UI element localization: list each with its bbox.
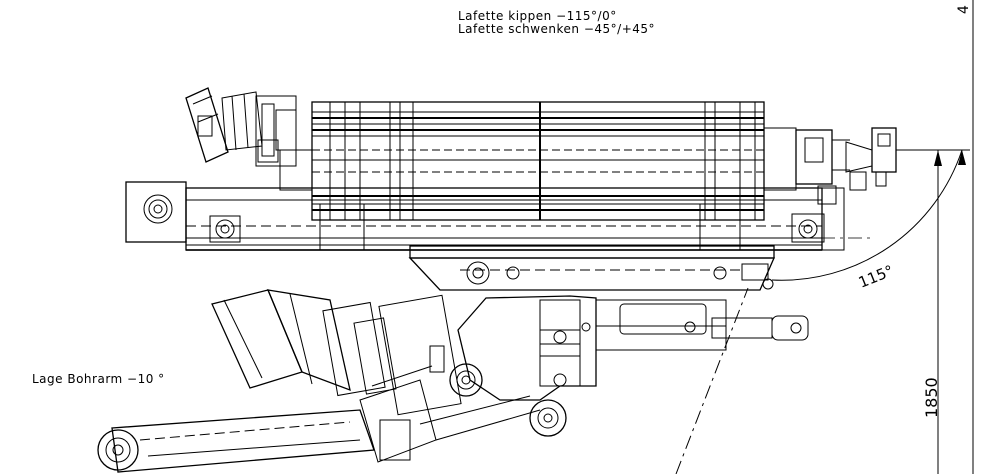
angle-dimension-arc	[771, 149, 963, 281]
boom-arm-upper	[211, 289, 462, 416]
feed-cradle	[408, 245, 775, 291]
drill-motor	[185, 87, 313, 191]
boom-head	[449, 295, 809, 437]
height-dimension-label: 1850	[922, 377, 941, 418]
edge-dimension-fragment: 4	[956, 5, 972, 14]
boom-position-note: Lage Bohrarm −10 °	[32, 372, 165, 386]
swing-note: Lafette schwenken −45°/+45°	[458, 22, 656, 36]
tilt-note-block: Lafette kippen −115°/0° Lafette schwenke…	[458, 10, 655, 36]
tilt-note: Lafette kippen −115°/0°	[458, 9, 617, 23]
angle-arrow-head	[958, 150, 966, 165]
feed-front-end	[763, 127, 897, 205]
dimension-lines	[771, 149, 970, 474]
boom-arm-lower	[97, 365, 541, 473]
angle-dimension-label: 115°	[856, 262, 896, 292]
swing-axis-line	[675, 287, 749, 474]
height-arrow-head	[934, 150, 942, 166]
feed-beam	[311, 101, 765, 221]
carriage-frame	[125, 181, 845, 251]
